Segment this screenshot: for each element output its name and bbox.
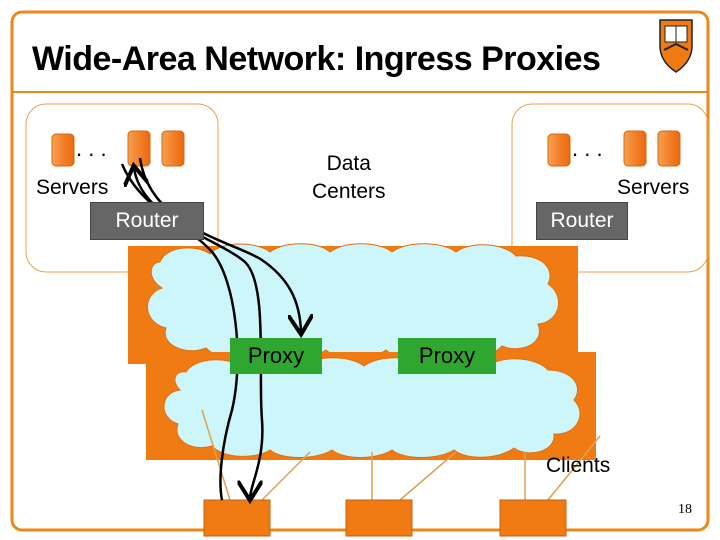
server-icon <box>657 130 681 167</box>
client-box <box>499 499 567 537</box>
right-servers-label: Servers <box>617 176 690 199</box>
client-link <box>201 409 231 501</box>
server-icon <box>623 130 647 167</box>
university-crest-logo <box>659 19 693 73</box>
data-centers-line-2: Centers <box>312 180 386 203</box>
left-servers-label: Servers <box>36 176 109 199</box>
server-icon <box>51 133 75 167</box>
data-centers-label: Data Centers <box>312 150 386 206</box>
data-centers-line-1: Data <box>326 152 371 175</box>
lower-cloud <box>163 357 581 458</box>
slide-title: Wide-Area Network: Ingress Proxies <box>32 40 601 78</box>
client-link <box>399 451 457 501</box>
client-box <box>345 499 413 537</box>
right-data-center-box <box>511 103 709 273</box>
right-servers-ellipsis: . . . <box>572 136 603 161</box>
upper-cloud <box>147 243 559 360</box>
right-router: Router <box>536 202 628 240</box>
client-link <box>261 451 311 501</box>
client-box <box>203 499 271 537</box>
server-icon <box>547 133 571 167</box>
left-router: Router <box>90 202 204 240</box>
clients-label: Clients <box>546 454 611 477</box>
client-link <box>547 435 601 501</box>
left-data-center-box <box>25 103 219 273</box>
server-icon <box>127 130 151 167</box>
server-icon <box>161 130 185 167</box>
proxy-left: Proxy <box>230 338 322 374</box>
left-servers-ellipsis: . . . <box>76 136 107 161</box>
slide-number: 18 <box>678 502 692 517</box>
proxy-right: Proxy <box>398 338 496 374</box>
